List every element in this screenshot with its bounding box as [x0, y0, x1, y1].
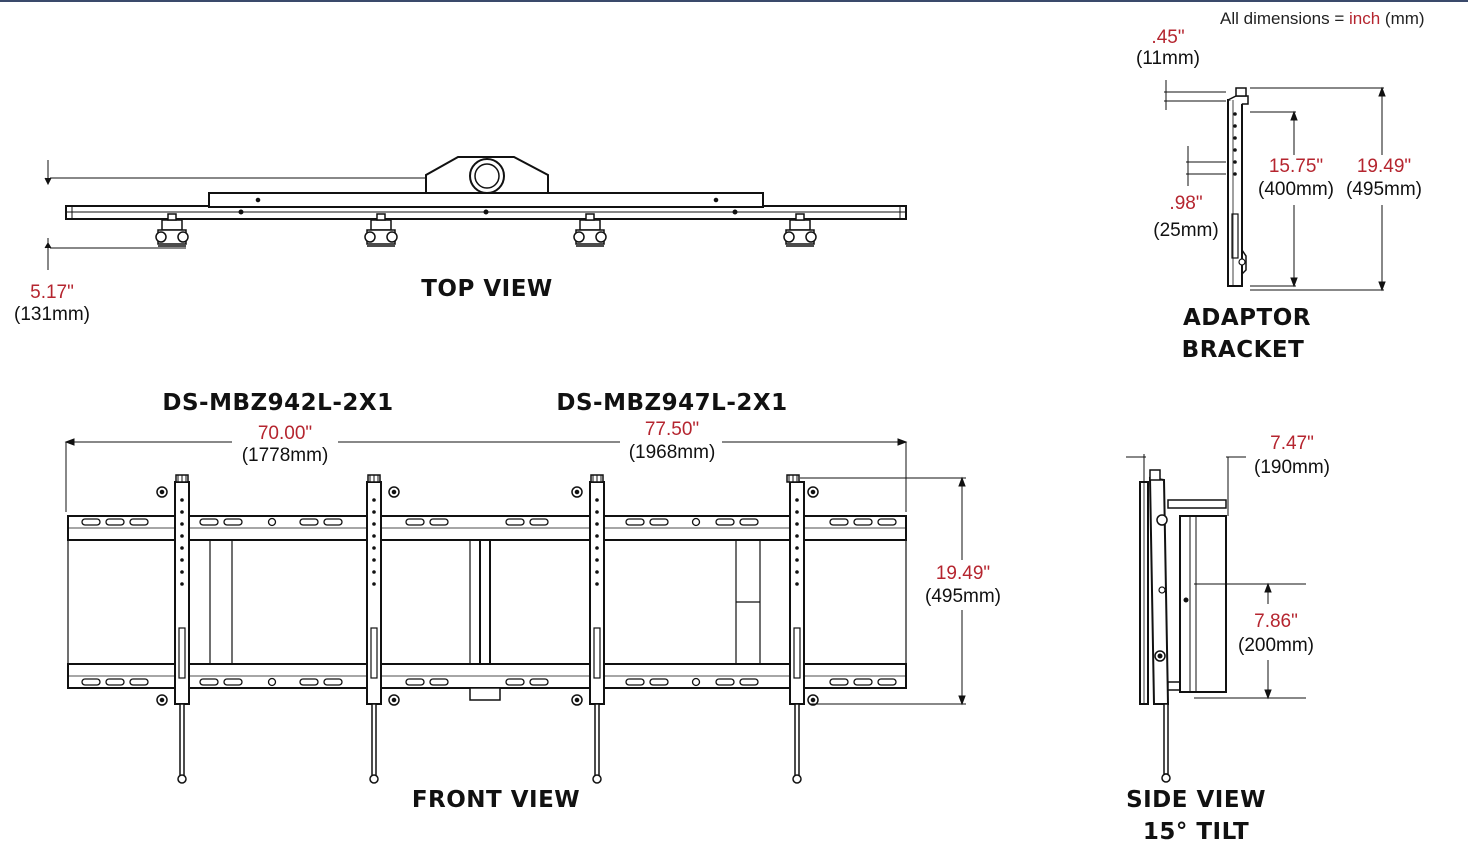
- header-rule: [0, 0, 1468, 2]
- adaptor-outer-mm: (495mm): [1345, 179, 1423, 200]
- width-942-mm: (1778mm): [241, 445, 329, 466]
- side-depth-inch: 7.47": [1270, 433, 1314, 454]
- model-947-title: DS-MBZ947L-2X1: [556, 390, 788, 416]
- adaptor-pitch-mm: (25mm): [1153, 220, 1219, 241]
- top-depth-mm: (131mm): [13, 304, 91, 325]
- top-view-drawing: [44, 156, 907, 270]
- front-height-mm: (495mm): [924, 586, 1002, 607]
- adaptor-title-line2: BRACKET: [1181, 337, 1305, 363]
- width-942-inch: 70.00": [257, 423, 313, 444]
- side-view-drawing: [1126, 454, 1306, 783]
- side-depth-mm: (190mm): [1253, 457, 1331, 478]
- adaptor-inner-inch: 15.75": [1268, 156, 1324, 177]
- top-view-title: TOP VIEW: [421, 276, 553, 302]
- top-view-clamps: [155, 213, 817, 247]
- front-view-drawing: [64, 438, 966, 706]
- top-depth-inch: 5.17": [30, 282, 74, 303]
- note-prefix: All dimensions =: [1220, 9, 1349, 28]
- adaptor-title-line1: ADAPTOR: [1182, 305, 1312, 331]
- front-view-brackets: [156, 474, 819, 784]
- side-mid-inch: 7.86": [1254, 611, 1298, 632]
- front-height-inch: 19.49": [935, 563, 991, 584]
- side-view-title-line2: 15° TILT: [1142, 819, 1250, 845]
- note-unit-mm: (mm): [1384, 9, 1425, 28]
- front-view-title: FRONT VIEW: [411, 787, 581, 813]
- side-view-title-line1: SIDE VIEW: [1126, 787, 1266, 813]
- adaptor-offset-inch: .45": [1151, 27, 1185, 48]
- adaptor-pitch-inch: .98": [1169, 193, 1203, 214]
- width-947-inch: 77.50": [644, 419, 700, 440]
- adaptor-bracket-drawing: [1164, 80, 1386, 292]
- note-unit-inch: inch: [1348, 9, 1381, 28]
- front-view-slots: [81, 517, 897, 687]
- width-947-mm: (1968mm): [628, 442, 716, 463]
- adaptor-offset-mm: (11mm): [1135, 48, 1201, 69]
- adaptor-outer-inch: 19.49": [1356, 156, 1412, 177]
- side-mid-mm: (200mm): [1237, 635, 1315, 656]
- dimension-note: All dimensions = inch (mm): [1220, 10, 1425, 27]
- adaptor-inner-mm: (400mm): [1257, 179, 1335, 200]
- model-942-title: DS-MBZ942L-2X1: [162, 390, 394, 416]
